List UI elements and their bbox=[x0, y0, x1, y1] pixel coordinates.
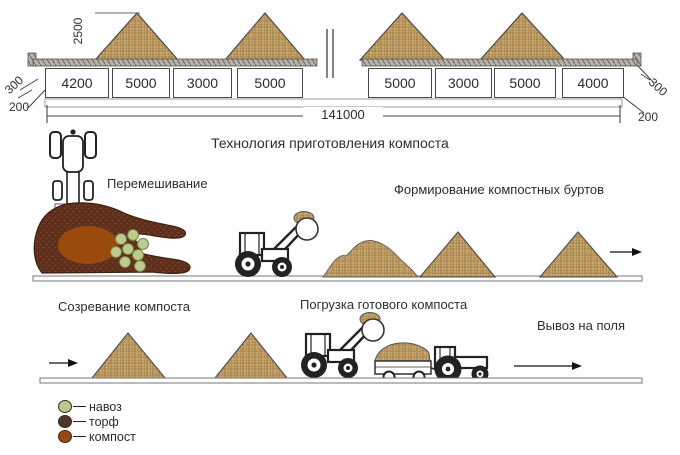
legend-item-peat: торф bbox=[58, 414, 136, 429]
arrow-right-icon-transport bbox=[514, 362, 582, 370]
windrow-forming-mound bbox=[322, 240, 420, 278]
leader-right-200 bbox=[621, 95, 645, 114]
cell-dimension-8: 4000 bbox=[562, 68, 624, 98]
page-title: Технология приготовления компоста bbox=[211, 135, 449, 151]
legend-item-manure: навоз bbox=[58, 399, 136, 414]
manure-balls bbox=[110, 229, 149, 272]
cell-dimension-5: 5000 bbox=[368, 68, 432, 98]
stage-transport-label: Вывоз на поля bbox=[537, 318, 626, 333]
cross-section-pile-3 bbox=[358, 12, 447, 61]
legend-dash bbox=[73, 421, 86, 422]
cell-dimension-6: 3000 bbox=[435, 68, 492, 98]
platform-surface-left bbox=[32, 58, 318, 67]
foundation-slab bbox=[44, 98, 623, 108]
edge-right-200-label: 200 bbox=[638, 110, 659, 124]
legend-label-compost: компост bbox=[89, 429, 136, 444]
leader-left-300 bbox=[17, 78, 39, 99]
tractor-icon-transport bbox=[433, 345, 490, 384]
pile-height-label: 2500 bbox=[71, 17, 85, 45]
manure-dot-icon bbox=[58, 400, 72, 413]
front-loader-icon-loading bbox=[299, 311, 386, 380]
cell-dimension-7: 5000 bbox=[494, 68, 556, 98]
legend: навоз торф компост bbox=[58, 399, 136, 444]
stage-mixing-label: Перемешивание bbox=[107, 176, 208, 191]
ground-line-bottom bbox=[39, 377, 643, 384]
legend-label-peat: торф bbox=[89, 414, 119, 429]
edge-left-200-label: 200 bbox=[9, 100, 30, 114]
cross-section-pile-1 bbox=[93, 12, 180, 61]
windrow-pile-2 bbox=[538, 231, 619, 278]
stage-forming-label: Формирование компостных буртов bbox=[394, 182, 605, 197]
cell-dimension-2: 5000 bbox=[112, 68, 170, 98]
arrow-right-icon-maturing bbox=[49, 359, 78, 367]
compost-core bbox=[58, 226, 118, 264]
cell-dimension-3: 3000 bbox=[173, 68, 232, 98]
leader-right-300 bbox=[637, 65, 655, 84]
stage-loading-label: Погрузка готового компоста bbox=[300, 297, 468, 312]
windrow-pile-1 bbox=[418, 231, 497, 278]
leader-left-200 bbox=[27, 88, 47, 109]
mature-pile-2 bbox=[213, 332, 289, 379]
legend-dash bbox=[73, 436, 86, 437]
total-length-label: 141000 bbox=[303, 107, 383, 122]
front-loader-icon-forming bbox=[233, 210, 320, 279]
cross-section-pile-2 bbox=[223, 12, 307, 61]
legend-item-compost: компост bbox=[58, 429, 136, 444]
platform-surface-right bbox=[361, 58, 638, 67]
arrow-right-icon-forming bbox=[610, 248, 642, 256]
cross-section-pile-4 bbox=[478, 12, 567, 61]
trailer-icon bbox=[374, 342, 439, 384]
compost-dot-icon bbox=[58, 430, 72, 443]
cell-dimension-4: 5000 bbox=[237, 68, 303, 98]
legend-label-manure: навоз bbox=[89, 399, 122, 414]
stage-maturing-label: Созревание компоста bbox=[58, 299, 190, 314]
peat-dot-icon bbox=[58, 415, 72, 428]
cell-dimension-1: 4200 bbox=[45, 68, 109, 98]
mature-pile-1 bbox=[90, 332, 167, 379]
legend-dash bbox=[73, 406, 86, 407]
